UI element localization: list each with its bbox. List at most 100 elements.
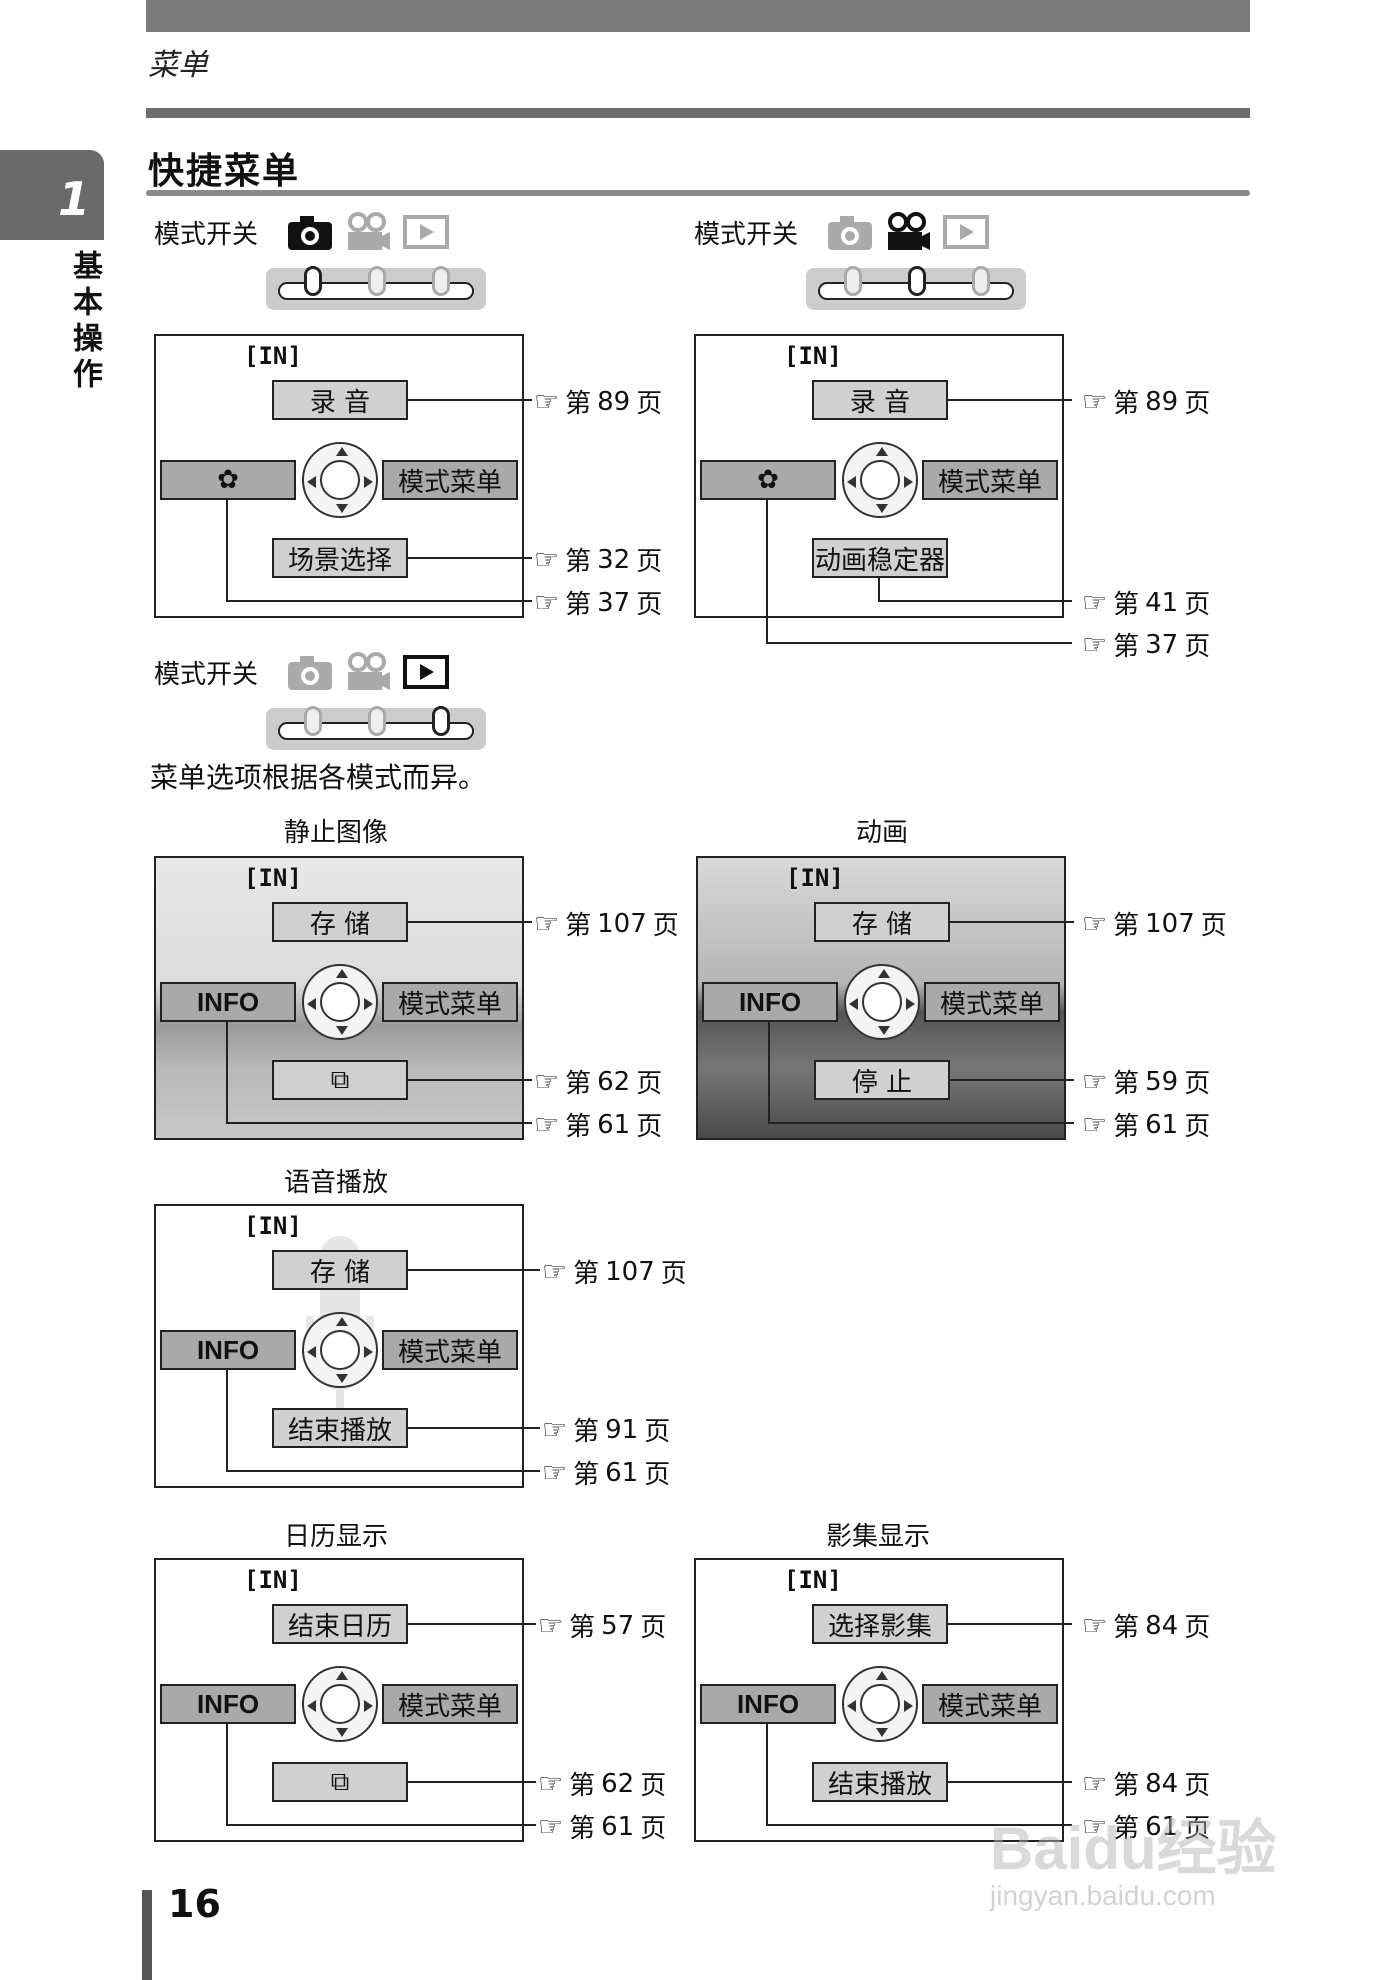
arrow-pad[interactable] [842, 442, 918, 518]
info-button[interactable]: INFO [160, 1330, 296, 1370]
menu-top[interactable]: 结束日历 [272, 1604, 408, 1644]
internal-memory-tag: [IN] [784, 342, 842, 370]
lcd-panel-movie: [IN] 存 储 INFO 模式菜单 停 止 [696, 856, 1066, 1140]
mode-switch-label: 模式开关 [154, 220, 259, 250]
camera-icon [286, 652, 334, 692]
video-icon [344, 212, 392, 252]
arrow-pad[interactable] [302, 1666, 378, 1742]
menu-bottom[interactable]: 场景选择 [272, 538, 408, 578]
leader-line [766, 642, 1072, 644]
camera-icon [286, 212, 334, 252]
leader-line [226, 1470, 540, 1472]
leader-line [226, 600, 532, 602]
menu-top[interactable]: 存 储 [272, 1250, 408, 1290]
menu-bottom[interactable]: 结束播放 [272, 1408, 408, 1448]
leader-line [950, 1079, 1074, 1081]
section-title: 快捷菜单 [148, 151, 301, 192]
playback-icon [942, 212, 990, 252]
menu-top[interactable]: 录 音 [272, 380, 408, 420]
chapter-number: 1 [58, 172, 91, 226]
menu-right[interactable]: 模式菜单 [922, 460, 1058, 500]
leader-line [878, 600, 1072, 602]
leader-line [408, 557, 532, 559]
playback-icon [402, 212, 450, 252]
leader-line [408, 399, 532, 401]
menu-right[interactable]: 模式菜单 [382, 460, 518, 500]
leader-line [226, 498, 228, 600]
menu-bottom[interactable]: 停 止 [814, 1060, 950, 1100]
info-button[interactable]: INFO [160, 982, 296, 1022]
leader-line [408, 1623, 536, 1625]
footer-bar [142, 1890, 152, 1980]
watermark-url: jingyan.baidu.com [990, 1880, 1216, 1911]
mode-icons [826, 212, 990, 252]
mode-icons [286, 652, 450, 692]
leader-line [408, 1781, 536, 1783]
slideshow-icon[interactable]: ⧉ [272, 1060, 408, 1100]
arrow-pad[interactable] [844, 964, 920, 1040]
mode-switch [806, 266, 1026, 310]
leader-line [766, 1722, 768, 1824]
menu-right[interactable]: 模式菜单 [922, 1684, 1058, 1724]
macro-icon[interactable]: ✿ [700, 460, 836, 500]
info-button[interactable]: INFO [702, 982, 838, 1022]
menu-top[interactable]: 存 储 [272, 902, 408, 942]
menu-top[interactable]: 存 储 [814, 902, 950, 942]
leader-line [226, 1368, 228, 1470]
playback-icon [402, 652, 450, 692]
lcd-panel-album: [IN] 选择影集 INFO 模式菜单 结束播放 [694, 1558, 1064, 1842]
menu-right[interactable]: 模式菜单 [382, 1684, 518, 1724]
arrow-pad[interactable] [302, 442, 378, 518]
leader-line [226, 1020, 228, 1122]
leader-line [948, 399, 1072, 401]
chapter-tab [0, 150, 104, 240]
leader-line [408, 1427, 540, 1429]
caption-movie: 动画 [856, 818, 909, 848]
leader-line [408, 1269, 540, 1271]
page-number: 16 [168, 1882, 221, 1926]
leader-line [766, 498, 768, 642]
info-button[interactable]: INFO [700, 1684, 836, 1724]
menu-right[interactable]: 模式菜单 [924, 982, 1060, 1022]
info-button[interactable]: INFO [160, 1684, 296, 1724]
leader-line [226, 1122, 532, 1124]
menu-right[interactable]: 模式菜单 [382, 982, 518, 1022]
menu-bottom[interactable]: 动画稳定器 [812, 538, 948, 578]
internal-memory-tag: [IN] [244, 1566, 302, 1594]
leader-line [878, 578, 880, 600]
menu-right[interactable]: 模式菜单 [382, 1330, 518, 1370]
macro-icon[interactable]: ✿ [160, 460, 296, 500]
video-icon [884, 212, 932, 252]
menu-top[interactable]: 录 音 [812, 380, 948, 420]
caption-album: 影集显示 [826, 1522, 931, 1552]
leader-line [226, 1722, 228, 1824]
leader-line [766, 1824, 1072, 1826]
mode-switch-label: 模式开关 [154, 660, 259, 690]
arrow-pad[interactable] [842, 1666, 918, 1742]
arrow-pad[interactable] [302, 1312, 378, 1388]
mode-switch [266, 266, 486, 310]
menu-top[interactable]: 选择影集 [812, 1604, 948, 1644]
lcd-panel-still: [IN] 存 储 INFO 模式菜单 ⧉ [154, 856, 524, 1140]
menu-bottom[interactable]: 结束播放 [812, 1762, 948, 1802]
leader-line [408, 1079, 532, 1081]
slideshow-icon[interactable]: ⧉ [272, 1762, 408, 1802]
header-title: 菜单 [148, 48, 208, 83]
lcd-panel-video: [IN] 录 音 ✿ 模式菜单 动画稳定器 [694, 334, 1064, 618]
lcd-panel-photo: [IN] 录 音 ✿ 模式菜单 场景选择 [154, 334, 524, 618]
caption-calendar: 日历显示 [284, 1522, 389, 1552]
leader-line [950, 921, 1074, 923]
caption-voice: 语音播放 [284, 1168, 389, 1198]
arrow-pad[interactable] [302, 964, 378, 1040]
